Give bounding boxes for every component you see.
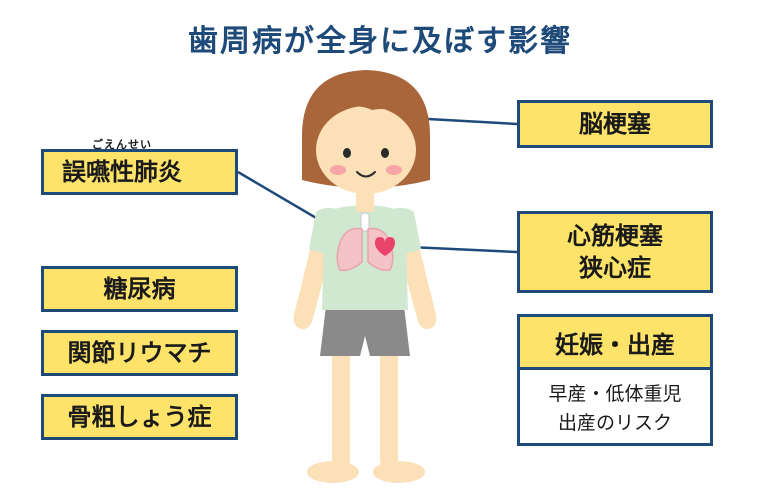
- left-foot: [307, 461, 359, 483]
- shorts: [320, 306, 410, 356]
- hair-fringe: [316, 82, 416, 132]
- box-heart-disease: 心筋梗塞 狭心症: [517, 211, 713, 293]
- left-cheek: [330, 165, 346, 175]
- heart-icon: [375, 237, 395, 256]
- shirt: [322, 205, 408, 310]
- label-birth-risk: 出産のリスク: [557, 411, 672, 434]
- box-rheumatoid-arthritis: 関節リウマチ: [41, 330, 238, 376]
- label-myocardial-infarction: 心筋梗塞: [567, 221, 663, 250]
- lungs-icon: [336, 227, 363, 272]
- label-premature-low-birth-weight: 早産・低体重児: [548, 383, 682, 405]
- label-pregnancy-heading: 妊娠・出産: [520, 317, 710, 370]
- trachea: [360, 212, 370, 232]
- box-aspiration-pneumonia: ごえんせい 誤嚥性肺炎: [41, 138, 238, 195]
- mouth: [356, 171, 376, 178]
- box-cerebral-infarction: 脳梗塞: [517, 100, 713, 148]
- page-title: 歯周病が全身に及ぼす影響: [188, 24, 572, 59]
- face: [316, 106, 416, 194]
- label-angina: 狭心症: [579, 254, 651, 282]
- pregnancy-details: 早産・低体重児 出産のリスク: [520, 370, 710, 437]
- label-cerebral-infarction: 脳梗塞: [579, 109, 651, 138]
- neck: [356, 190, 374, 212]
- label-rheumatoid-arthritis: 関節リウマチ: [67, 338, 212, 367]
- left-eye: [343, 148, 351, 158]
- label-osteoporosis: 骨粗しょう症: [67, 402, 212, 431]
- left-leg: [332, 350, 350, 468]
- box-osteoporosis: 骨粗しょう症: [41, 394, 238, 440]
- right-cheek: [386, 165, 402, 175]
- label-diabetes: 糖尿病: [103, 274, 176, 303]
- right-foot: [373, 461, 425, 483]
- right-eye: [381, 148, 389, 158]
- box-pregnancy: 妊娠・出産 早産・低体重児 出産のリスク: [517, 314, 713, 446]
- ruby-goenssei: ごえんせい: [92, 137, 152, 151]
- right-leg: [380, 350, 398, 468]
- label-aspiration-pneumonia: 誤嚥性肺炎: [62, 157, 182, 186]
- box-diabetes: 糖尿病: [41, 266, 238, 312]
